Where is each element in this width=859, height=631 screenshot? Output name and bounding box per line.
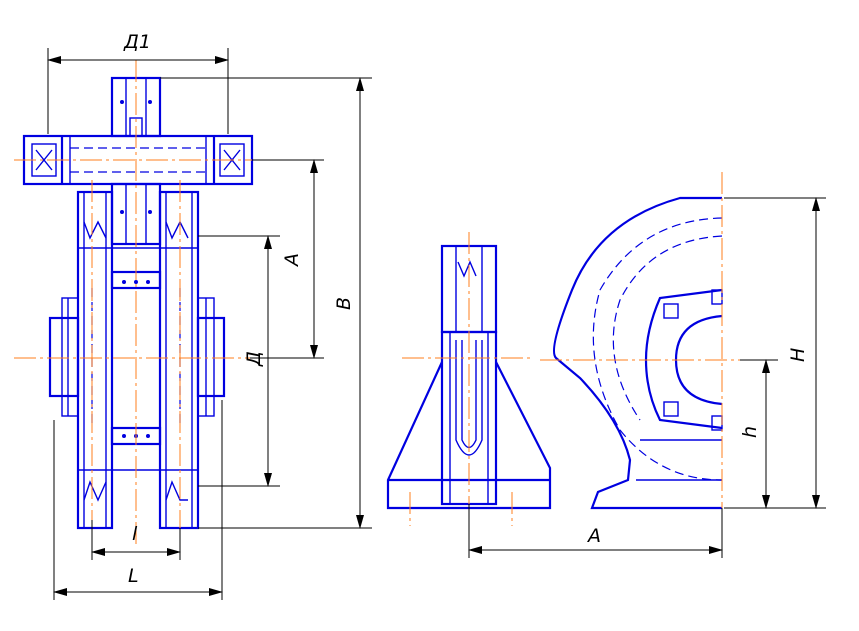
front-view [14, 60, 260, 548]
dim-label-d: Д [243, 351, 265, 367]
dim-label-l-small: l [132, 523, 138, 545]
dim-label-b: B [333, 297, 355, 310]
dim-label-a-bottom: A [586, 525, 601, 547]
dim-label-d1: Д1 [123, 31, 151, 53]
end-view [540, 172, 740, 520]
dim-label-l-large: L [128, 565, 139, 587]
dim-label-a-side: A [281, 253, 303, 268]
dimensions [47, 48, 826, 600]
dim-label-h-large: H [787, 348, 809, 362]
side-view [386, 232, 552, 528]
dim-label-h-small: h [739, 426, 761, 438]
